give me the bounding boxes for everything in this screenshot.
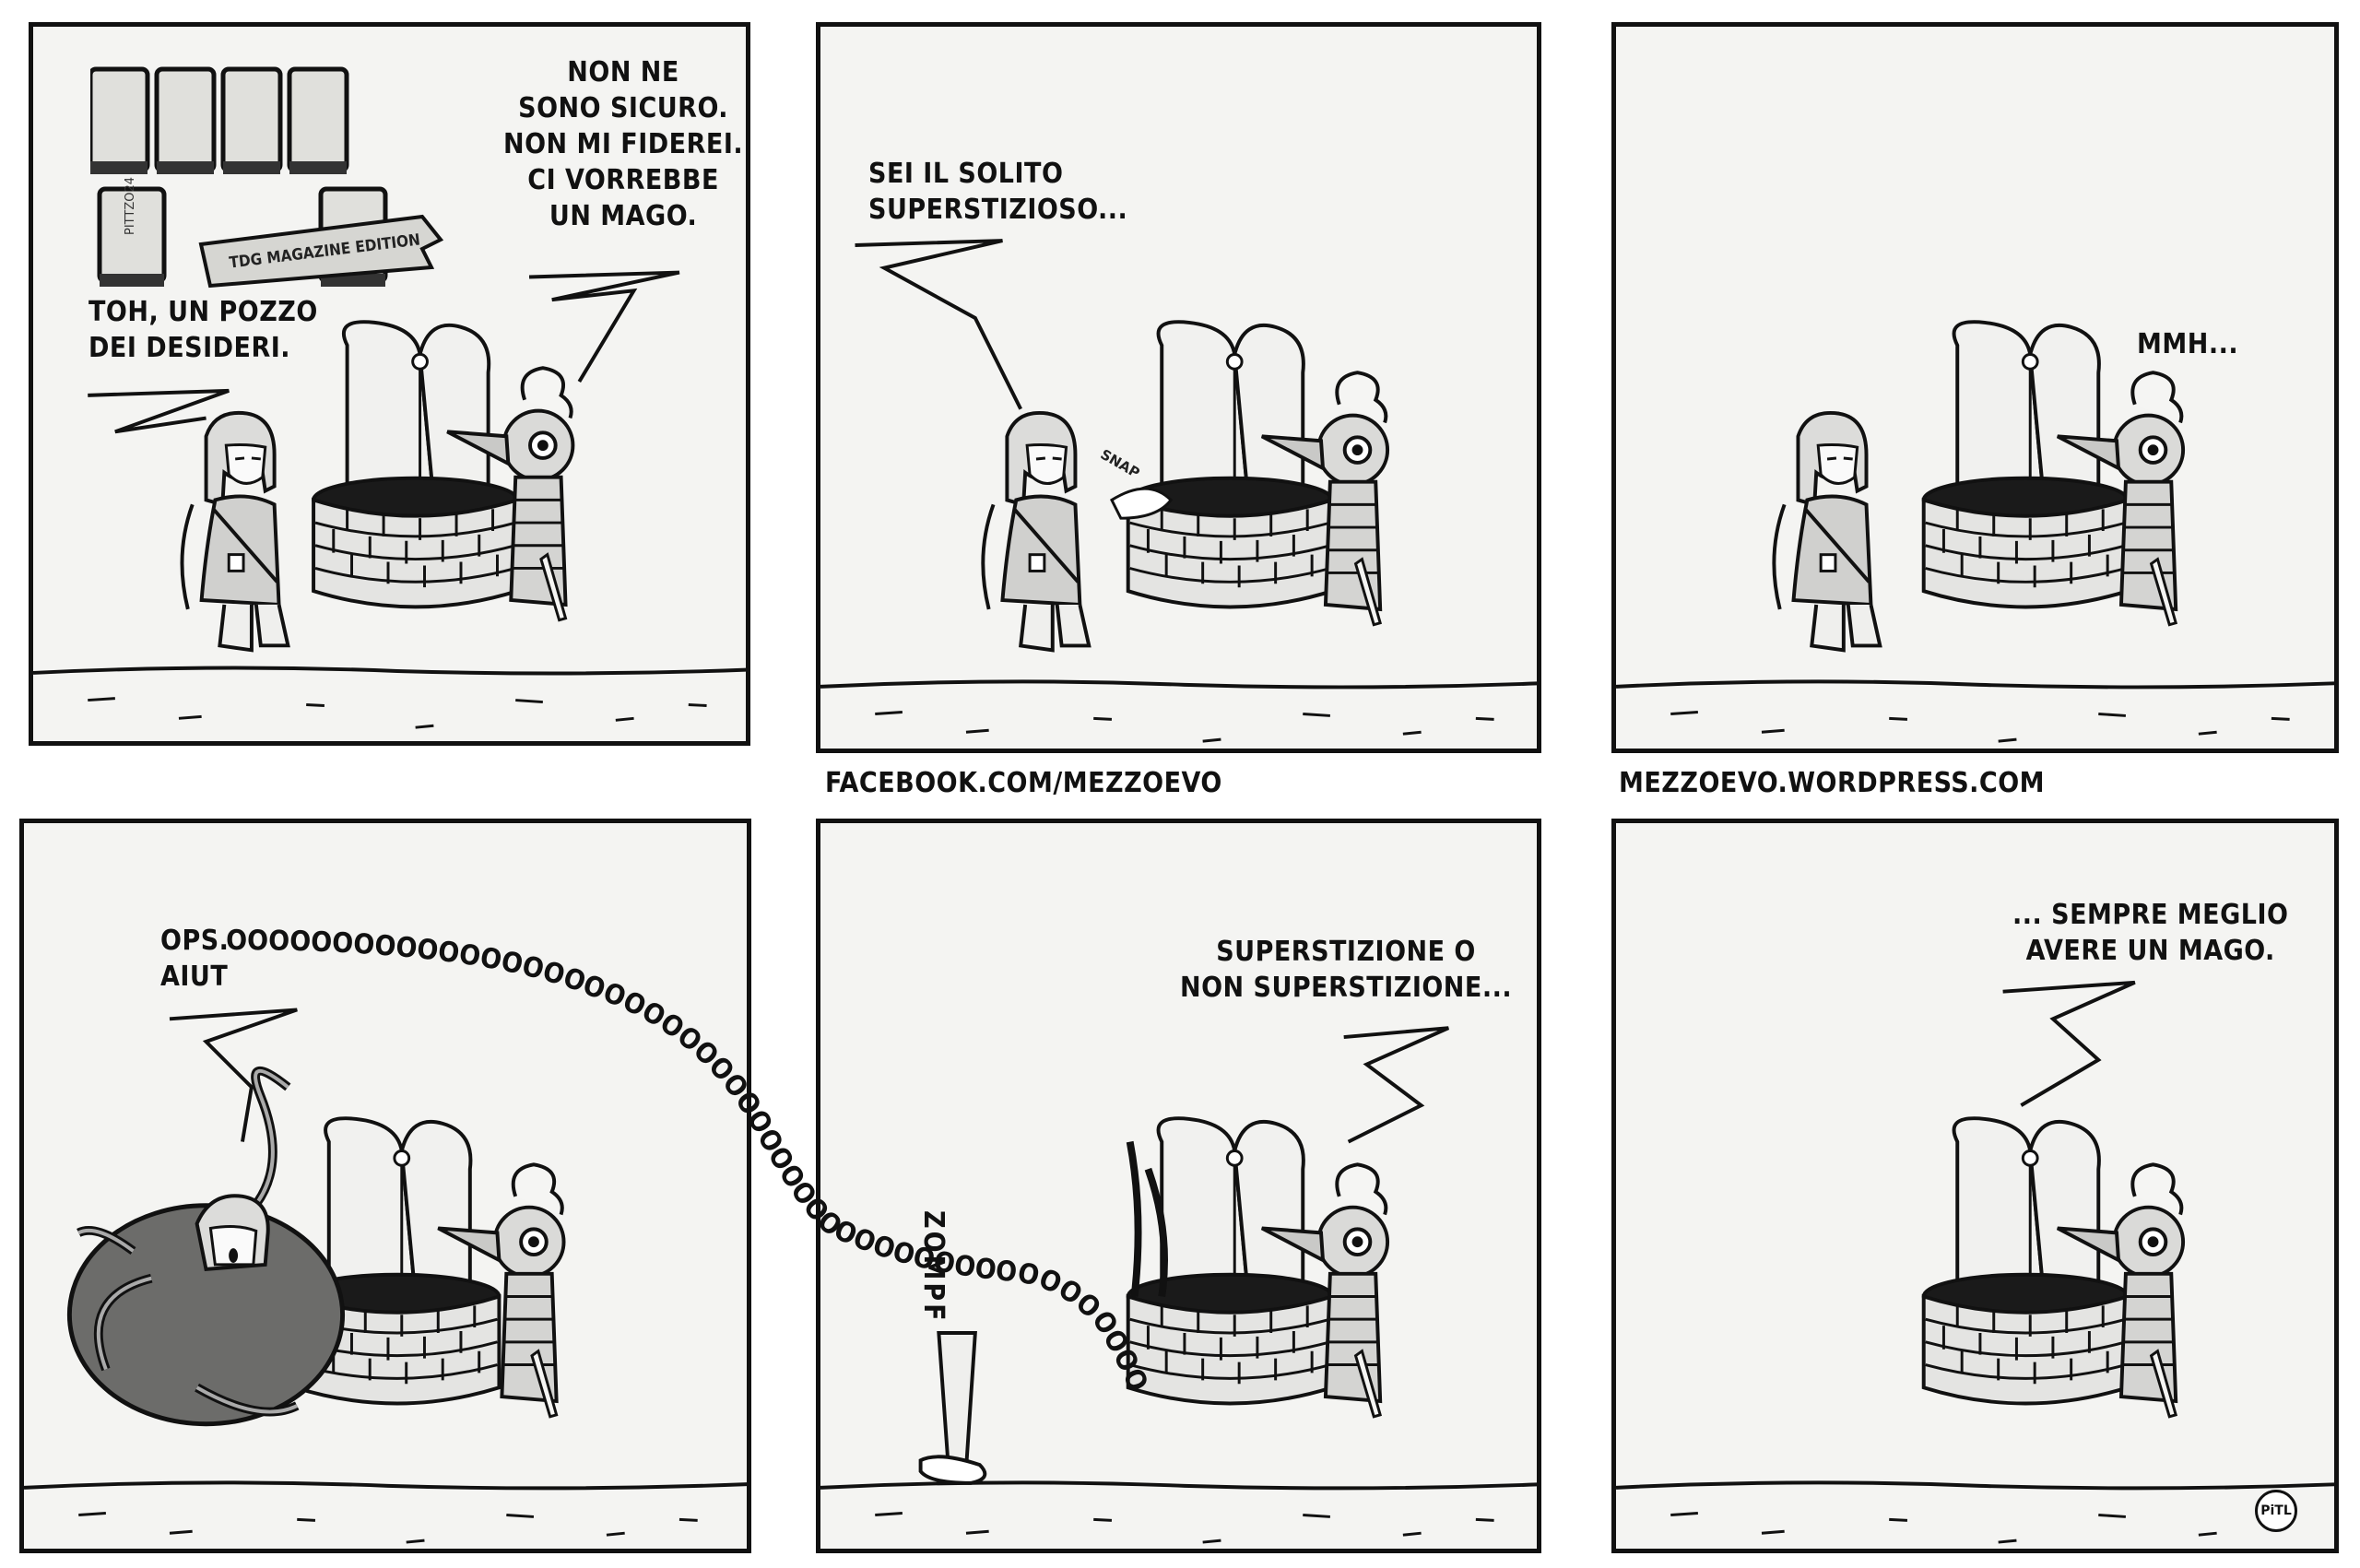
panel-5-scene [820, 823, 1537, 1549]
mezzo-evo-logo: TDG MAGAZINE EDITION PITTZO24 [88, 60, 450, 300]
website-link[interactable]: MEZZOEVO.WORDPRESS.COM [1619, 767, 2046, 799]
speech-bubble-girl: OPS. AIUT [160, 925, 230, 993]
logo-stone-blocks [88, 66, 444, 289]
speech-bubble-knight: MMH... [2137, 328, 2239, 360]
comic-panel-3: MMH... [1611, 22, 2339, 753]
speech-bubble-knight: SEI IL SOLITO SUPERSTIZIOSO... [868, 158, 1128, 226]
panel-6-scene [1616, 823, 2334, 1549]
facebook-link[interactable]: FACEBOOK.COM/MEZZOEVO [825, 767, 1222, 799]
panel-4-scene [24, 823, 747, 1549]
panel-1-scene [33, 27, 746, 741]
logo-author: PITTZO24 [124, 176, 137, 235]
speech-bubble-knight: ... SEMPRE MEGLIO AVERE UN MAGO. [2012, 899, 2289, 967]
comic-panel-6: ... SEMPRE MEGLIO AVERE UN MAGO. PiTL [1611, 819, 2339, 1553]
comic-panel-1: TDG MAGAZINE EDITION PITTZO24 TOH, UN PO… [29, 22, 750, 746]
comic-panel-4: OPS. AIUT [19, 819, 751, 1553]
panel-3-scene [1616, 27, 2334, 749]
speech-bubble-knight: SUPERSTIZIONE O NON SUPERSTIZIONE... [1180, 936, 1513, 1004]
speech-bubble-knight: NON NE SONO SICURO. NON MI FIDEREI. CI V… [503, 56, 744, 232]
artist-signature: PiTL [2255, 1490, 2297, 1532]
comic-panel-5: SUPERSTIZIONE O NON SUPERSTIZIONE... ZOM… [816, 819, 1541, 1553]
panel-2-scene [820, 27, 1537, 749]
zompf-sound-effect: ZOMPF [917, 1210, 950, 1324]
comic-panel-2: SEI IL SOLITO SUPERSTIZIOSO... SNAP [816, 22, 1541, 753]
speech-bubble-girl: TOH, UN POZZO DEI DESIDERI. [88, 296, 318, 364]
